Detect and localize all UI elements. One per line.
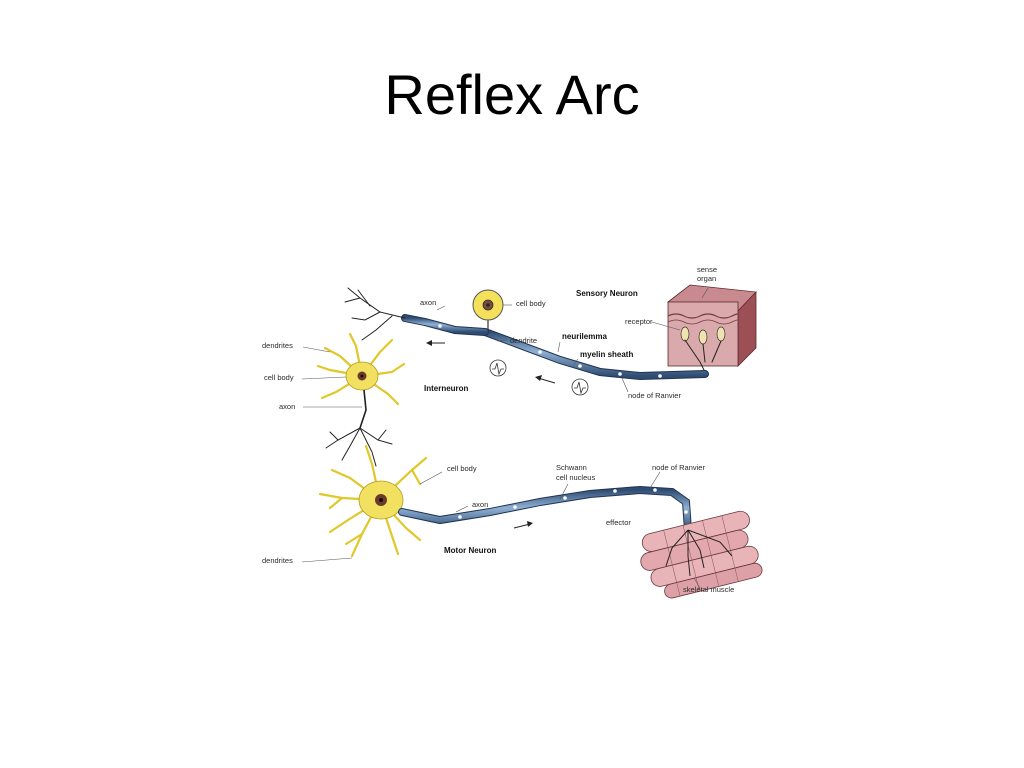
neurilemma-label: neurilemma <box>562 332 607 341</box>
node-of-ranvier-top-label: node of Ranvier <box>628 391 681 400</box>
motor-axon-label: axon <box>472 500 488 509</box>
schwann-cell-label-1: Schwann <box>556 463 587 472</box>
sensory-axon-label: axon <box>420 298 436 307</box>
impulse-arrow-sensory-1 <box>426 340 445 346</box>
interneuron-dendrites-label: dendrites <box>262 341 293 350</box>
motor-neuron-label: Motor Neuron <box>444 546 497 555</box>
dendrite-label: dendrite <box>510 336 537 345</box>
effector-label: effector <box>606 518 631 527</box>
interneuron-axon-label: axon <box>279 402 295 411</box>
receptor-label: receptor <box>625 317 653 326</box>
motor-neuron <box>318 444 692 558</box>
motor-dendrites-label: dendrites <box>262 556 293 565</box>
sensory-neuron <box>344 287 722 381</box>
impulse-arrow-motor <box>513 521 533 529</box>
myelin-sheath-label: myelin sheath <box>580 350 633 359</box>
action-potential-icon-1 <box>489 359 507 377</box>
interneuron <box>316 332 406 467</box>
interneuron-cell-body-label: cell body <box>264 373 294 382</box>
sense-organ <box>666 284 757 367</box>
sensory-neuron-label: Sensory Neuron <box>576 289 638 298</box>
sensory-cell-body-label: cell body <box>516 299 546 308</box>
skeletal-muscle-label: skeletal muscle <box>683 585 734 594</box>
skeletal-muscle <box>640 510 763 599</box>
motor-cell-body-label: cell body <box>447 464 477 473</box>
schwann-cell-label-2: cell nucleus <box>556 473 595 482</box>
node-of-ranvier-bottom-label: node of Ranvier <box>652 463 705 472</box>
impulse-arrow-sensory-2 <box>535 375 556 384</box>
slide-title: Reflex Arc <box>384 63 640 126</box>
action-potential-icon-2 <box>571 378 589 396</box>
interneuron-label: Interneuron <box>424 384 469 393</box>
